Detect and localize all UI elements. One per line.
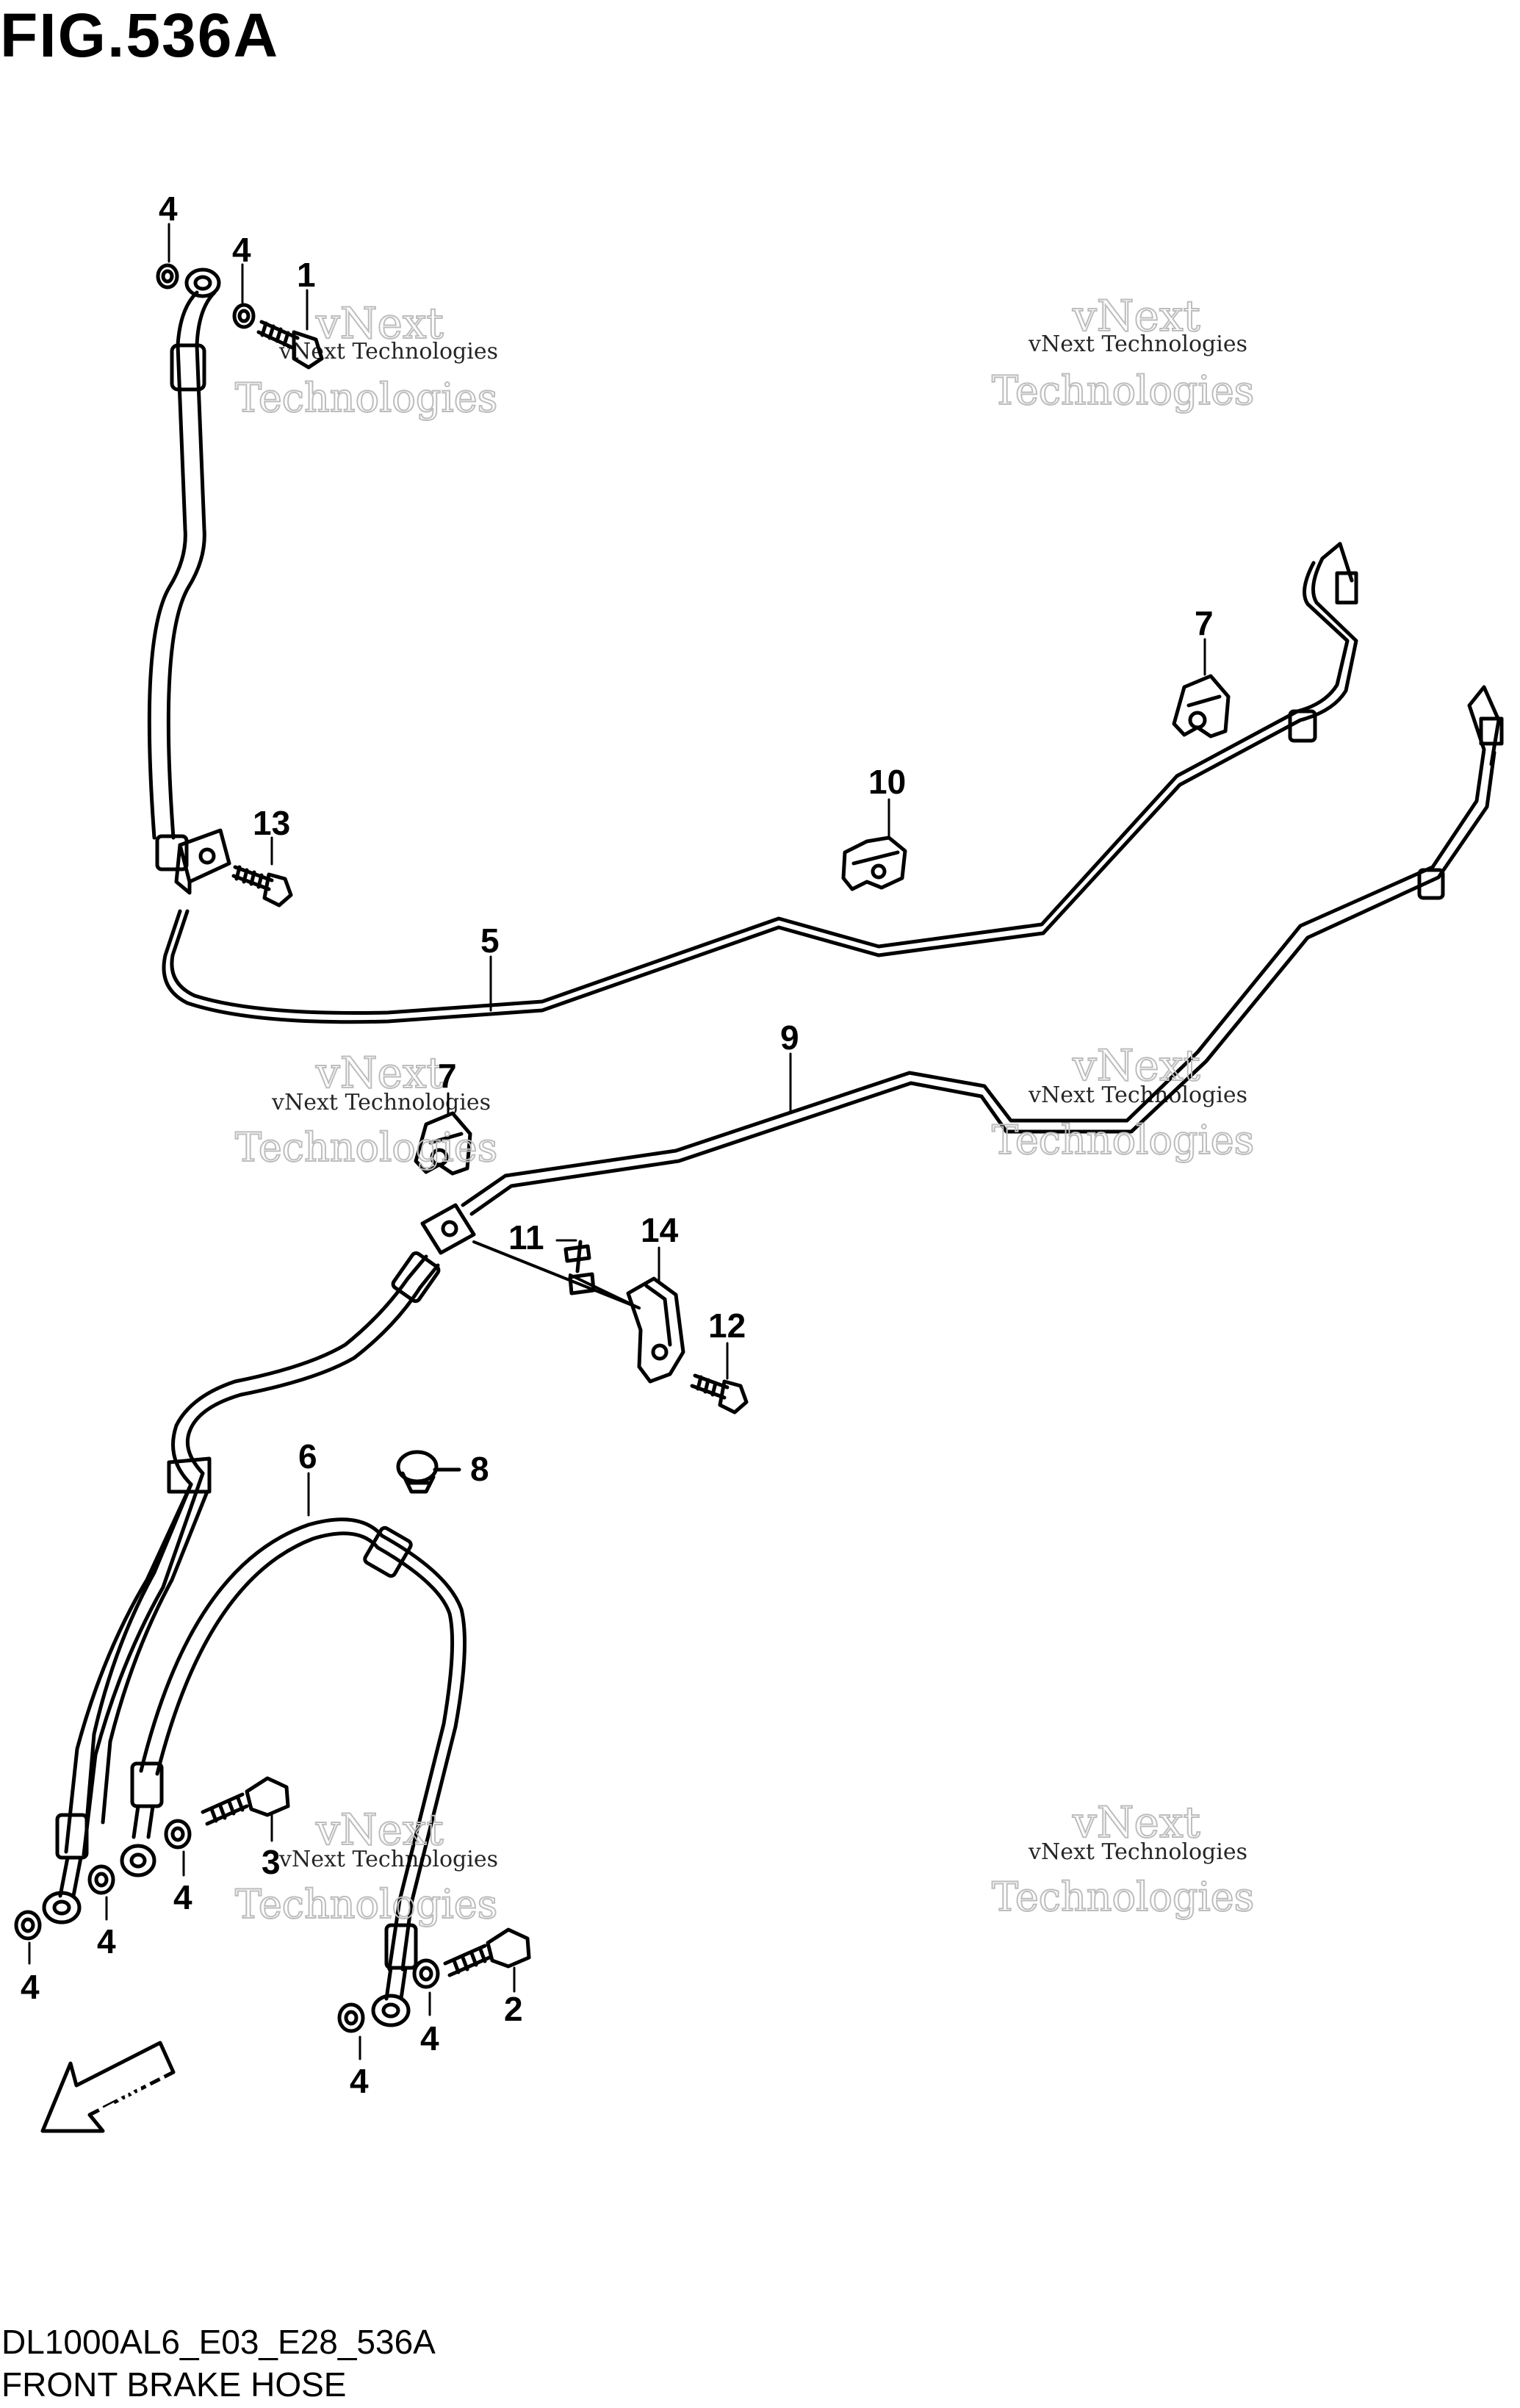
- callout-10: 10: [868, 763, 906, 801]
- svg-text:Technologies: Technologies: [992, 1117, 1254, 1163]
- svg-text:vNext Technologies: vNext Technologies: [271, 1090, 491, 1115]
- callout-1: 1: [297, 256, 316, 294]
- clamp-7-upper: [1172, 674, 1231, 738]
- callout-8: 8: [470, 1450, 489, 1488]
- svg-text:vNext Technologies: vNext Technologies: [1028, 1839, 1247, 1865]
- diagram-code: DL1000AL6_E03_E28_536A: [1, 2323, 436, 2361]
- callout-6: 6: [298, 1437, 317, 1476]
- callout-7: 7: [438, 1057, 457, 1095]
- watermark-bl: vNext vNext Technologies Technologies: [234, 1804, 498, 1928]
- bolt-2: [443, 1927, 531, 1977]
- fwd-arrow-icon: [40, 2041, 176, 2133]
- svg-text:vNext: vNext: [315, 1805, 444, 1855]
- diagram-name: FRONT BRAKE HOSE: [1, 2365, 347, 2404]
- callout-4: 4: [173, 1878, 192, 1916]
- callout-7: 7: [1195, 604, 1214, 642]
- callout-13: 13: [253, 804, 290, 842]
- callout-5: 5: [480, 921, 500, 960]
- svg-text:Technologies: Technologies: [235, 375, 497, 421]
- watermark-tr: vNext vNext Technologies Technologies: [991, 290, 1255, 414]
- svg-text:vNext: vNext: [315, 1048, 444, 1098]
- callout-4: 4: [350, 2062, 369, 2100]
- svg-text:Technologies: Technologies: [992, 1874, 1254, 1920]
- callout-12: 12: [708, 1307, 746, 1345]
- callout-9: 9: [780, 1018, 799, 1057]
- svg-text:Technologies: Technologies: [992, 367, 1254, 414]
- callout-4: 4: [232, 231, 251, 269]
- svg-text:vNext: vNext: [1072, 1041, 1200, 1090]
- watermark-br: vNext vNext Technologies Technologies: [991, 1797, 1255, 1921]
- figure-title: FIG.536A: [0, 1, 280, 70]
- washer-4-top-1: [156, 263, 179, 290]
- callout-14: 14: [641, 1211, 679, 1249]
- bolt-3: [201, 1776, 290, 1826]
- svg-text:vNext Technologies: vNext Technologies: [1028, 1082, 1247, 1108]
- three-way-joint: [174, 828, 231, 895]
- svg-text:vNext Technologies: vNext Technologies: [278, 1847, 498, 1872]
- washer-4-top-2: [232, 303, 256, 329]
- svg-text:vNext: vNext: [1072, 291, 1200, 341]
- watermark-ml: vNext vNext Technologies Technologies: [234, 1047, 498, 1171]
- brake-hose-6: [120, 1517, 467, 2027]
- svg-text:vNext Technologies: vNext Technologies: [1028, 331, 1247, 357]
- callout-3: 3: [262, 1843, 281, 1881]
- fwd-label: FWD: [88, 2059, 174, 2129]
- callout-4: 4: [159, 190, 178, 228]
- svg-text:vNext: vNext: [1072, 1797, 1200, 1847]
- callout-2: 2: [504, 1990, 523, 2028]
- lower-washers: [14, 1819, 440, 2033]
- brake-pipe-5: [162, 542, 1358, 1024]
- clip-8: [396, 1450, 461, 1494]
- clamp-7-lower: [414, 1111, 472, 1176]
- callout-11: 11: [508, 1218, 544, 1257]
- bolt-12: [690, 1373, 749, 1415]
- bolt-1: [256, 320, 324, 370]
- watermark-tl: vNext vNext Technologies Technologies: [234, 298, 498, 422]
- clamp-10: [841, 835, 907, 891]
- bracket-14: [626, 1276, 685, 1384]
- brake-pipe-9: [461, 685, 1504, 1216]
- bolt-11: [563, 1240, 596, 1295]
- watermark-mr: vNext vNext Technologies Technologies: [991, 1040, 1255, 1164]
- callout-4: 4: [97, 1922, 116, 1960]
- lower-left-brake-hose: [42, 1251, 441, 1924]
- upper-brake-hose: [147, 267, 221, 871]
- bolt-13: [231, 865, 293, 908]
- svg-text:Technologies: Technologies: [235, 1881, 497, 1927]
- svg-text:Technologies: Technologies: [235, 1124, 497, 1171]
- callout-4: 4: [420, 2019, 439, 2057]
- middle-joint: [420, 1203, 641, 1309]
- svg-text:vNext Technologies: vNext Technologies: [278, 339, 498, 364]
- svg-text:vNext: vNext: [315, 298, 444, 348]
- callout-4: 4: [21, 1968, 40, 2006]
